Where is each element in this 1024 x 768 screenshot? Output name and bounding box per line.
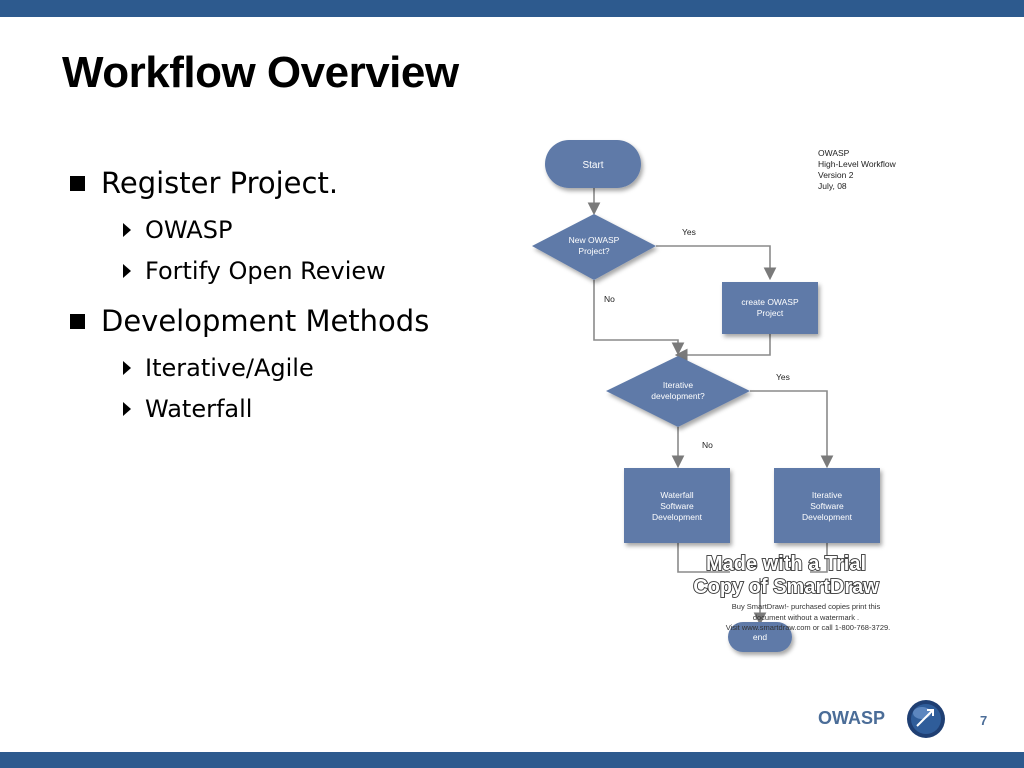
waterfall-line1: Waterfall [660, 490, 693, 500]
bullet-list: Register Project. OWASP Fortify Open Rev… [68, 160, 508, 432]
sub-bullet-owasp: OWASP [68, 212, 508, 248]
iterative-decision: Iterative development? [606, 356, 750, 427]
workflow-flowchart: Start New OWASP Project? Yes No create O… [532, 140, 897, 652]
end-node: end [728, 622, 792, 652]
sub-bullet-label: Fortify Open Review [145, 257, 386, 285]
watermark-line1: Made with a Trial [706, 553, 866, 575]
decision2-yes-label: Yes [776, 372, 790, 382]
triangle-bullet-icon [123, 264, 131, 278]
decision2-line2: development? [651, 391, 705, 401]
sub-bullet-waterfall: Waterfall [68, 391, 508, 427]
iterative-development-box: Iterative Software Development [774, 468, 880, 543]
create-project-box: create OWASP Project [722, 282, 818, 334]
triangle-bullet-icon [123, 361, 131, 375]
footer-brand: OWASP [818, 708, 886, 728]
start-node: Start [545, 140, 641, 188]
info-line2: High-Level Workflow [818, 159, 897, 169]
bullet-label: Development Methods [101, 304, 430, 338]
sub-bullet-iterative: Iterative/Agile [68, 350, 508, 386]
slide-title: Workflow Overview [62, 48, 459, 97]
decision1-line1: New OWASP [569, 235, 620, 245]
info-line4: July, 08 [818, 181, 847, 191]
iterative-line3: Development [802, 512, 853, 522]
iterative-line1: Iterative [812, 490, 843, 500]
decision1-yes-label: Yes [682, 227, 696, 237]
bullet-label: Register Project. [101, 166, 339, 200]
iterative-line2: Software [810, 501, 844, 511]
triangle-bullet-icon [123, 402, 131, 416]
workflow-info: OWASP High-Level Workflow Version 2 July… [818, 148, 897, 191]
flow-connectors [587, 188, 834, 626]
decision2-no-label: No [702, 440, 713, 450]
sub-bullet-label: Waterfall [145, 395, 253, 423]
square-bullet-icon [70, 314, 85, 329]
info-line3: Version 2 [818, 170, 854, 180]
new-project-decision: New OWASP Project? [532, 214, 656, 280]
triangle-bullet-icon [123, 223, 131, 237]
create-box-line1: create OWASP [741, 297, 799, 307]
bullet-register-project: Register Project. [68, 160, 508, 206]
smartdraw-watermark: Made with a Trial Copy of SmartDraw Buy … [692, 552, 891, 632]
sub-bullet-fortify: Fortify Open Review [68, 253, 508, 289]
waterfall-line3: Development [652, 512, 703, 522]
decision1-line2: Project? [578, 246, 609, 256]
square-bullet-icon [70, 176, 85, 191]
waterfall-line2: Software [660, 501, 694, 511]
watermark-small1: Buy SmartDraw!- purchased copies print t… [732, 602, 881, 611]
waterfall-development-box: Waterfall Software Development [624, 468, 730, 543]
watermark-small3: Visit www.smartdraw.com or call 1-800-76… [726, 623, 891, 632]
decision1-no-label: No [604, 294, 615, 304]
bullet-development-methods: Development Methods [68, 298, 508, 344]
sub-bullet-label: OWASP [145, 216, 233, 244]
watermark-small2: document without a watermark . [753, 613, 859, 622]
page-number: 7 [980, 713, 988, 728]
end-label: end [753, 632, 767, 642]
bottom-bar [0, 752, 1024, 768]
owasp-logo-icon [907, 700, 945, 738]
start-label: Start [582, 160, 603, 171]
watermark-line2: Copy of SmartDraw [693, 576, 879, 598]
info-line1: OWASP [818, 148, 850, 158]
create-box-line2: Project [757, 308, 784, 318]
sub-bullet-label: Iterative/Agile [145, 354, 314, 382]
top-bar [0, 0, 1024, 17]
decision2-line1: Iterative [663, 380, 694, 390]
